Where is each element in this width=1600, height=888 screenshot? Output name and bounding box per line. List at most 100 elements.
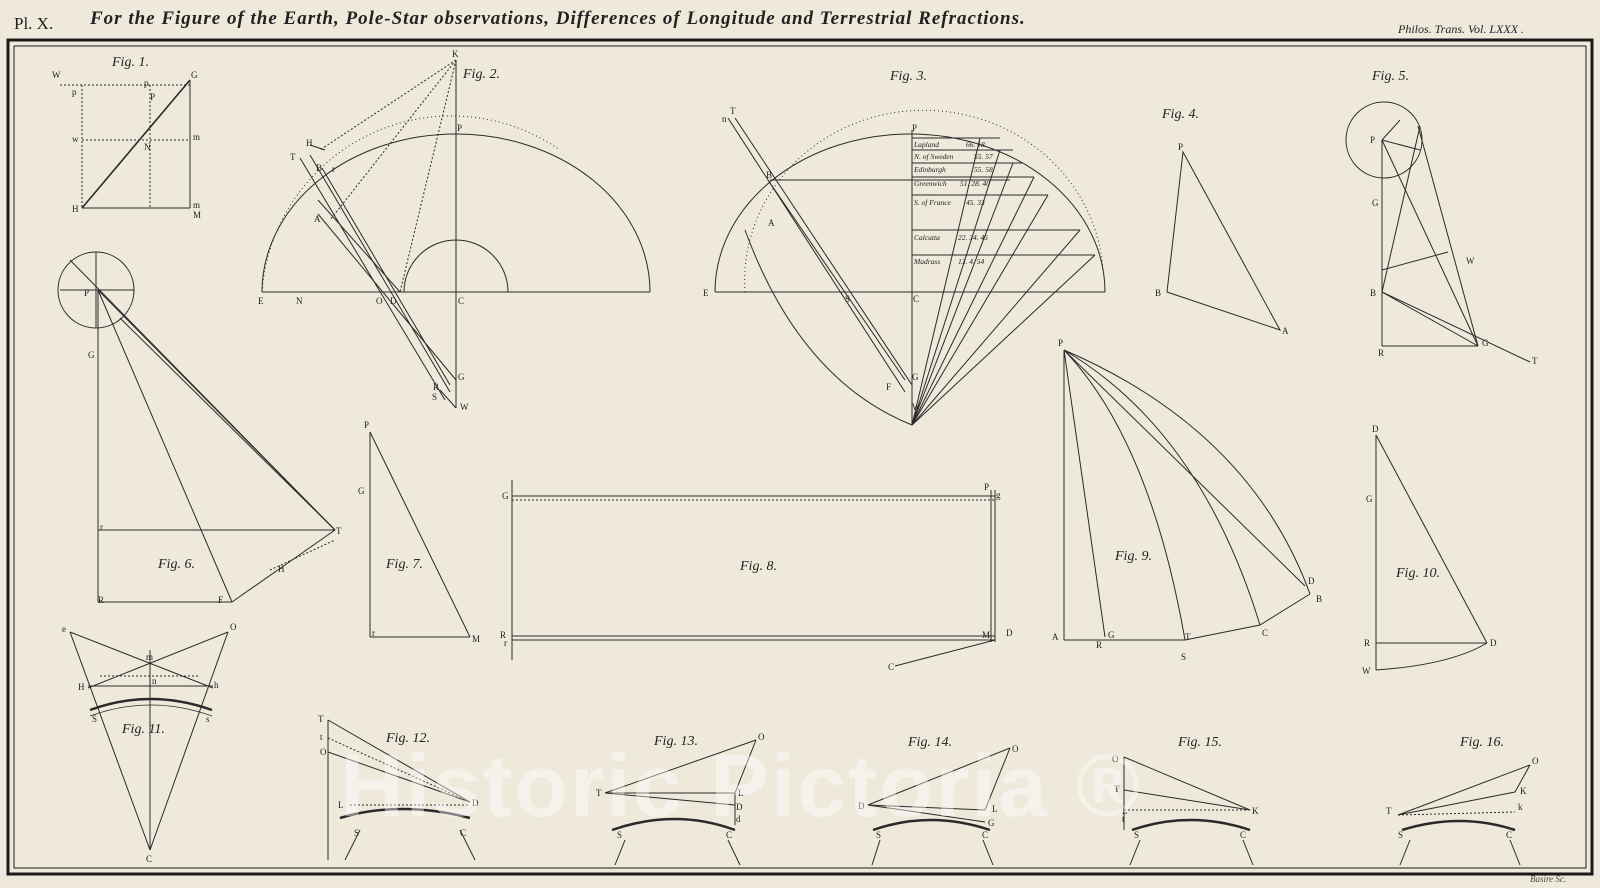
point-label: S (1134, 830, 1139, 840)
point-label: N (144, 142, 151, 152)
point-label: B (1316, 594, 1322, 604)
point-label: F (886, 382, 891, 392)
point-label: O (230, 622, 237, 632)
fig12-drawing (327, 719, 476, 861)
point-label: C (460, 828, 466, 838)
point-label: H (278, 564, 285, 574)
point-label: e (62, 624, 66, 634)
fig2-drawing (261, 59, 651, 409)
table-place: Greenwich (914, 179, 947, 188)
point-label: O (376, 296, 383, 306)
table-value: 22. 34. 45 (958, 233, 988, 242)
point-label: T (730, 106, 736, 116)
fig13-caption: Fig. 13. (653, 734, 698, 749)
point-label: C (146, 854, 152, 864)
table-place: Madrass (913, 257, 940, 266)
point-label: G (1366, 494, 1373, 504)
plate-title: For the Figure of the Earth, Pole-Star o… (90, 8, 1026, 29)
point-label: R (1364, 638, 1370, 648)
fig5-caption: Fig. 5. (1371, 69, 1409, 84)
point-labels: W G p p P w m N H m M K P H T B r A E N … (52, 49, 1539, 864)
fig5-drawing (1345, 101, 1531, 363)
point-label: S (876, 830, 881, 840)
journal-reference: Philos. Trans. Vol. LXXX . (1398, 22, 1525, 36)
point-label: T (336, 526, 342, 536)
point-label: d (736, 814, 741, 824)
point-label: S (1398, 830, 1403, 840)
fig7-caption: Fig. 7. (385, 557, 423, 572)
fig6-drawing (57, 251, 336, 603)
point-label: T (1114, 784, 1120, 794)
point-label: D (472, 798, 479, 808)
fig10-caption: Fig. 10. (1395, 566, 1440, 581)
point-label: R (1096, 640, 1102, 650)
point-label: P (457, 123, 462, 133)
point-label: C (458, 296, 464, 306)
fig15-drawing (1123, 756, 1254, 866)
point-label: D (1372, 424, 1379, 434)
point-label: D (1006, 628, 1013, 638)
point-label: D (736, 802, 743, 812)
fig7-drawing (369, 431, 471, 638)
point-label: T (596, 788, 602, 798)
point-label: A (1282, 326, 1289, 336)
fig9-caption: Fig. 9. (1114, 549, 1152, 564)
point-label: G (88, 350, 95, 360)
point-label: W (460, 402, 469, 412)
point-label: t (320, 732, 323, 742)
point-label: R (1378, 348, 1384, 358)
point-label: B (766, 170, 772, 180)
point-label: L (1122, 806, 1128, 816)
point-label: E (703, 288, 709, 298)
point-label: K (452, 49, 459, 59)
point-label: m (193, 132, 200, 142)
point-label: E (258, 296, 264, 306)
point-label: G (988, 818, 995, 828)
point-label: D (1308, 576, 1315, 586)
point-label: k (1518, 802, 1523, 812)
fig14-caption: Fig. 14. (907, 735, 952, 750)
table-value: 66. 18 (966, 140, 985, 149)
point-label: W (1362, 666, 1371, 676)
point-label: C (1262, 628, 1268, 638)
point-label: P (984, 482, 989, 492)
fig16-drawing (1397, 764, 1531, 866)
point-label: R (433, 382, 439, 392)
point-label: p (144, 78, 149, 88)
point-label: L (738, 788, 744, 798)
table-place: N. of Sweden (913, 152, 954, 161)
fig8-caption: Fig. 8. (739, 559, 777, 574)
fig9-drawing (1063, 349, 1311, 641)
fig4-caption: Fig. 4. (1161, 107, 1199, 122)
point-label: G (1482, 338, 1489, 348)
point-label: B (1155, 288, 1161, 298)
point-label: H (78, 682, 85, 692)
point-label: L (338, 800, 344, 810)
fig10-drawing (1375, 434, 1488, 671)
point-label: B (1370, 288, 1376, 298)
fig12-caption: Fig. 12. (385, 731, 430, 746)
point-label: h (214, 680, 219, 690)
point-label: C (1506, 830, 1512, 840)
point-label: N (296, 296, 303, 306)
fig13-drawing (604, 739, 757, 866)
point-label: C (726, 830, 732, 840)
point-label: P (364, 420, 369, 430)
point-label: M (193, 210, 201, 220)
point-label: C (1240, 830, 1246, 840)
point-label: C (913, 294, 919, 304)
point-label: P (84, 288, 89, 298)
point-label: S (432, 392, 437, 402)
point-label: O (1532, 756, 1539, 766)
fig15-caption: Fig. 15. (1177, 735, 1222, 750)
point-label: G (191, 70, 198, 80)
point-label: P (1178, 142, 1183, 152)
table-place: Edinburgh (913, 165, 946, 174)
point-label: t (1122, 814, 1125, 824)
fig3-drawing (714, 109, 1106, 426)
fig1-drawing (60, 79, 191, 209)
point-label: P (1058, 338, 1063, 348)
point-label: K (1252, 806, 1259, 816)
